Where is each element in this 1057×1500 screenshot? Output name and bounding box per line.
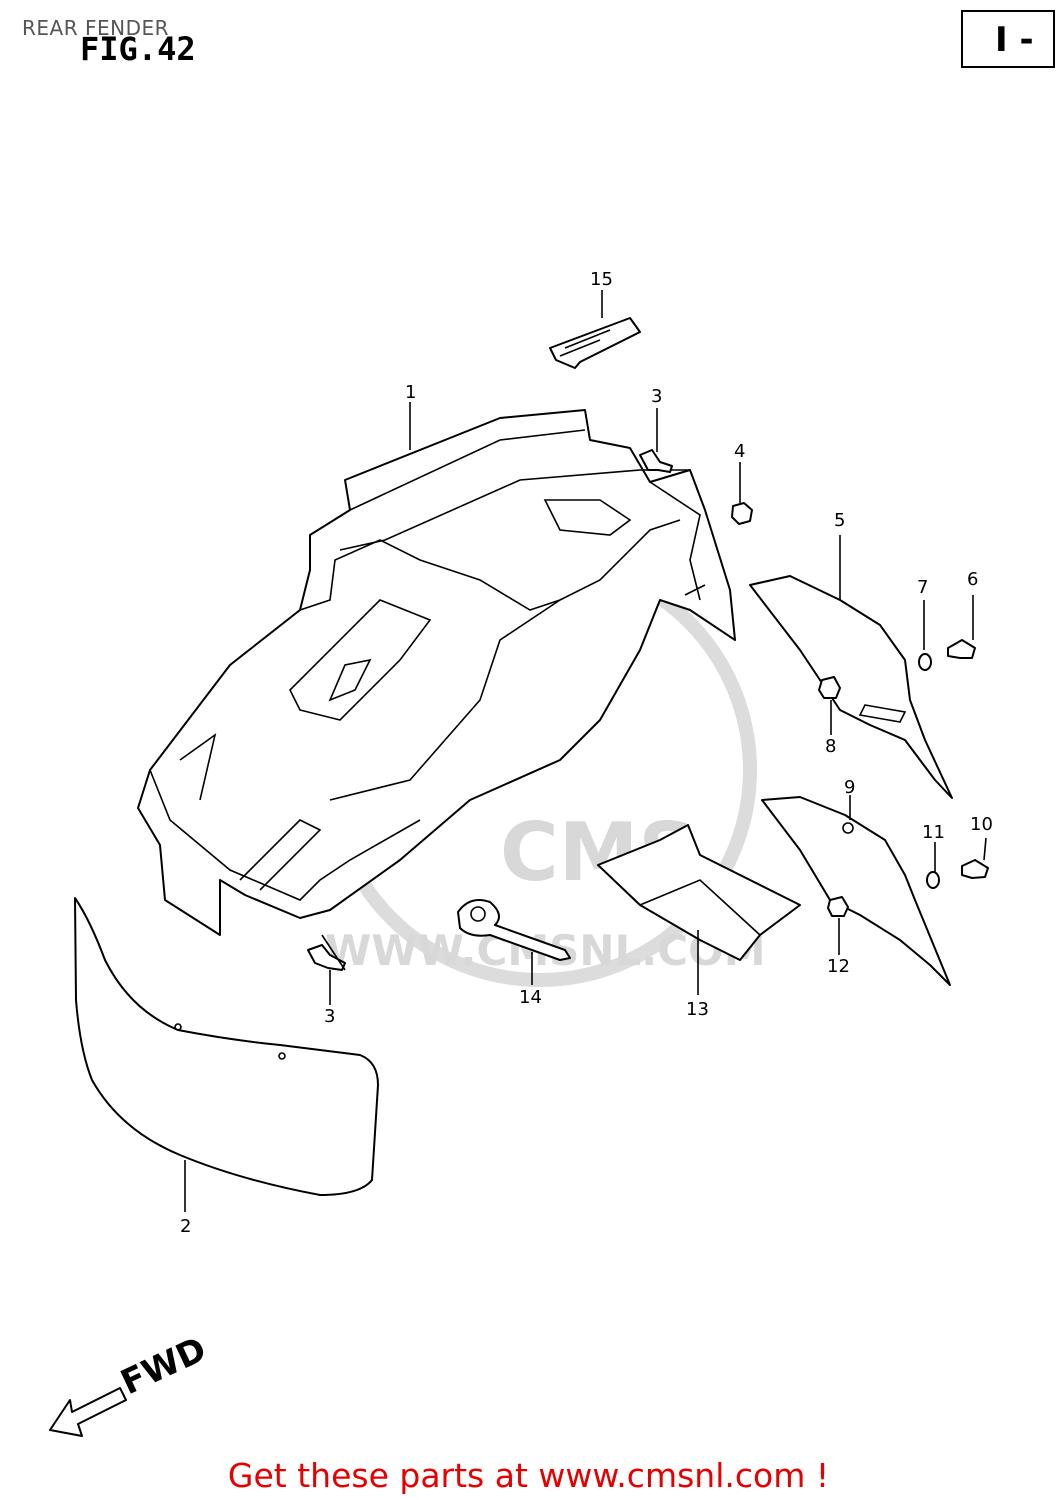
callout-numbers: 15 1 3 4 5 7 6 8 9 10 11 12 14 13 3 2 — [180, 269, 993, 1237]
callout-11: 11 — [922, 822, 945, 843]
part-7-washer — [918, 653, 932, 671]
part-2-mud-flap — [74, 897, 379, 1196]
page-title: REAR FENDER — [22, 16, 170, 40]
callout-3-lower: 3 — [324, 1006, 335, 1027]
callout-12: 12 — [827, 956, 850, 977]
callout-14: 14 — [519, 987, 542, 1008]
callout-8: 8 — [825, 736, 836, 757]
part-15-bracket — [549, 317, 641, 369]
callout-5: 5 — [834, 510, 845, 531]
model-mark: I - — [995, 20, 1034, 60]
fwd-label: FWD — [115, 1329, 213, 1403]
callout-6: 6 — [967, 569, 978, 590]
callout-13: 13 — [686, 999, 709, 1020]
part-4-nut — [731, 502, 753, 525]
part-11-washer — [926, 871, 940, 889]
part-3-bolt-upper — [639, 449, 673, 473]
callout-9: 9 — [844, 777, 855, 798]
callout-7: 7 — [917, 577, 928, 598]
part-12-nut — [827, 896, 849, 917]
footer-parts-link[interactable]: Get these parts at www.cmsnl.com ! — [227, 1456, 830, 1495]
callout-2: 2 — [180, 1216, 191, 1237]
callout-15: 15 — [590, 269, 613, 290]
part-5-side-cover — [749, 575, 953, 799]
callout-10: 10 — [970, 814, 993, 835]
callout-1: 1 — [405, 382, 416, 403]
figure-number: FIG.42 — [80, 30, 196, 68]
part-6-screw — [947, 639, 976, 659]
callout-3-upper: 3 — [651, 386, 662, 407]
part-13-tool-bag — [597, 824, 801, 961]
fwd-arrow: FWD — [49, 1329, 213, 1437]
callout-4: 4 — [734, 441, 745, 462]
part-14-wrench — [457, 899, 571, 961]
part-10-screw — [961, 859, 989, 879]
model-indicator-box: I - — [961, 10, 1055, 68]
leader-lines — [184, 290, 987, 1212]
part-8-nut — [818, 676, 841, 699]
